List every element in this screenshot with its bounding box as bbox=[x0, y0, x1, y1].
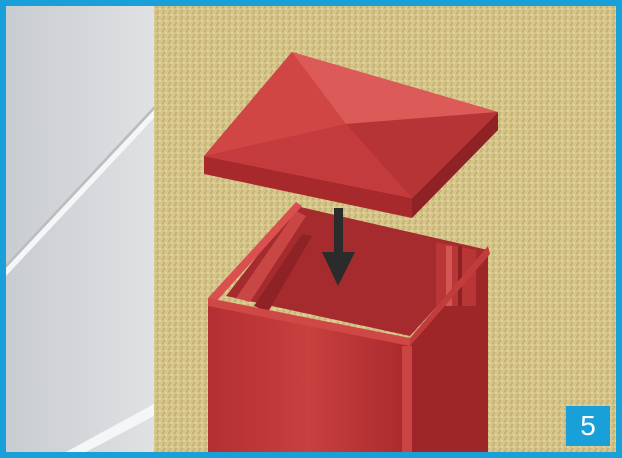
assembly-illustration bbox=[6, 6, 616, 452]
step-number-badge: 5 bbox=[566, 406, 610, 446]
siding-panel bbox=[6, 6, 154, 452]
